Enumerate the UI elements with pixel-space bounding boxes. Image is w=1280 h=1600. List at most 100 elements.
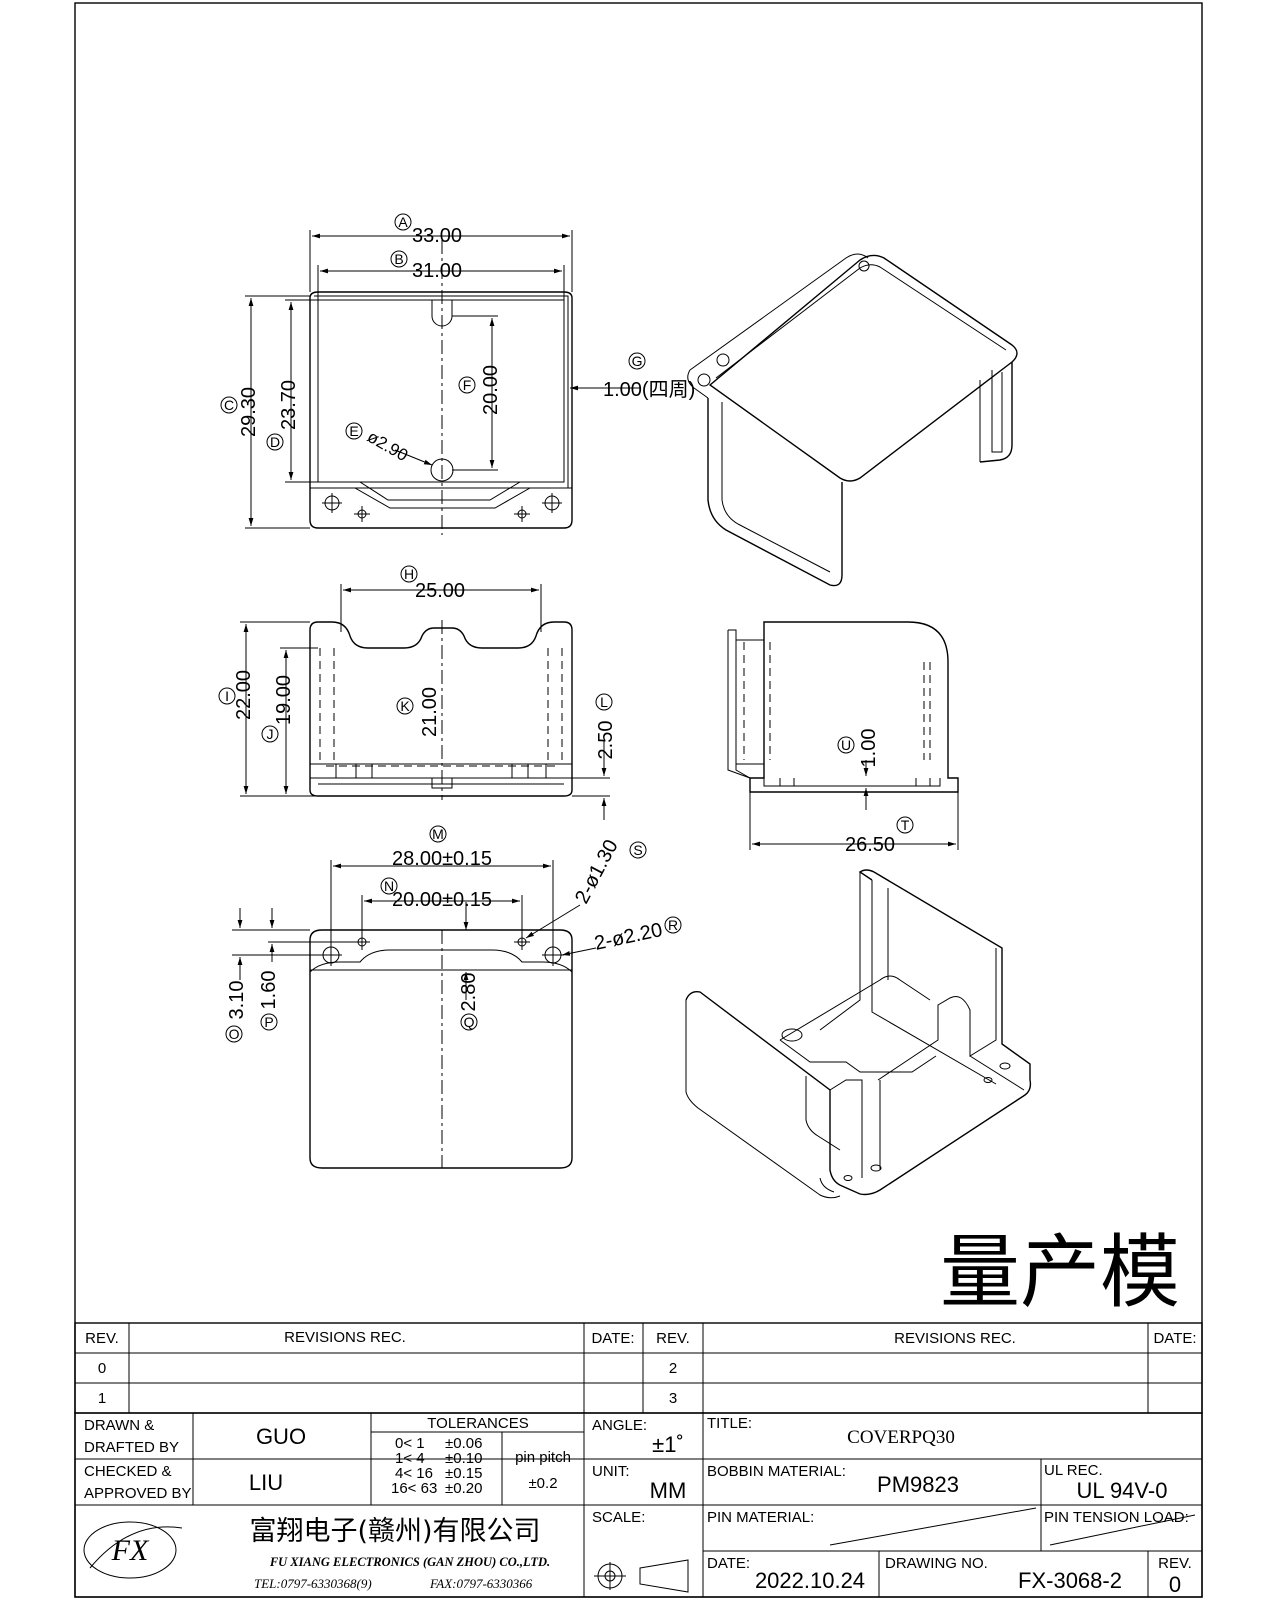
svg-text:L: L	[600, 694, 608, 710]
scale-label: SCALE:	[592, 1509, 645, 1526]
pin-pitch-value: ±0.2	[528, 1475, 557, 1492]
dim-F-text: 20.00	[480, 365, 502, 415]
svg-text:N: N	[384, 878, 394, 894]
svg-text:C: C	[224, 397, 234, 413]
dim-J-text: 19.00	[273, 675, 295, 725]
dim-R-text: 2-ø2.20	[592, 919, 664, 955]
company-name-en: FU XIANG ELECTRONICS (GAN ZHOU) CO.,LTD.	[269, 1555, 550, 1569]
drawn-by-value: GUO	[256, 1424, 306, 1449]
svg-text:U: U	[841, 737, 851, 753]
svg-text:±0.15: ±0.15	[445, 1465, 482, 1482]
company-fax: FAX:0797-6330366	[429, 1576, 533, 1591]
dim-U-text: 1.00	[858, 729, 880, 768]
angle-label: ANGLE:	[592, 1417, 647, 1434]
company-logo: FX	[83, 1521, 183, 1579]
svg-text:±0.20: ±0.20	[445, 1480, 482, 1497]
rev-1: 1	[98, 1390, 106, 1407]
svg-text:O: O	[229, 1026, 240, 1042]
dim-H-text: 25.00	[415, 580, 465, 602]
ul-rec-label: UL REC.	[1044, 1462, 1103, 1479]
title-label: TITLE:	[707, 1415, 752, 1432]
date-label: DATE:	[707, 1555, 750, 1572]
dim-O-text: 3.10	[226, 981, 248, 1020]
svg-text:H: H	[404, 566, 414, 582]
dim-G-text: 1.00(四周)	[603, 379, 695, 401]
unit-label: UNIT:	[592, 1463, 630, 1480]
svg-text:J: J	[267, 726, 274, 742]
svg-text:0< 1: 0< 1	[395, 1435, 425, 1452]
svg-text:K: K	[400, 698, 410, 714]
rev-header-right: REV.	[656, 1330, 690, 1347]
dim-N-text: 20.00±0.15	[392, 889, 492, 911]
isometric-view-top	[687, 253, 1018, 587]
svg-text:E: E	[349, 423, 358, 439]
rev-label-block: REV.	[1158, 1555, 1192, 1572]
pin-material-label: PIN MATERIAL:	[707, 1509, 814, 1526]
dim-D-text: 23.70	[278, 380, 300, 430]
date-value: 2022.10.24	[755, 1568, 865, 1593]
logo-text: FX	[111, 1534, 150, 1567]
bobbin-material-label: BOBBIN MATERIAL:	[707, 1463, 846, 1480]
svg-text:F: F	[463, 377, 472, 393]
svg-text:R: R	[668, 917, 678, 933]
svg-text:B: B	[394, 251, 403, 267]
dim-B-text: 31.00	[412, 260, 462, 282]
bobbin-material-value: PM9823	[877, 1472, 959, 1497]
svg-text:D: D	[270, 434, 280, 450]
unit-value: MM	[650, 1478, 687, 1503]
svg-text:G: G	[632, 353, 643, 369]
dim-L-text: 2.50	[595, 721, 617, 760]
bottom-view	[232, 860, 597, 1169]
svg-text:A: A	[398, 214, 408, 230]
angle-value: ±1˚	[652, 1432, 684, 1457]
tolerances-label: TOLERANCES	[427, 1415, 528, 1432]
mass-production-watermark: 量产模	[940, 1226, 1180, 1319]
side-view	[727, 621, 959, 850]
rev-0: 0	[98, 1360, 106, 1377]
drawing-no-value: FX-3068-2	[1018, 1568, 1122, 1593]
front-view	[240, 584, 610, 820]
pin-tension-label: PIN TENSION LOAD:	[1044, 1509, 1189, 1526]
svg-text:Q: Q	[464, 1014, 475, 1030]
svg-text:±0.10: ±0.10	[445, 1450, 482, 1467]
dim-C-text: 29.30	[238, 387, 260, 437]
title-block: FX	[74, 1412, 1203, 1598]
checked-by-value: LIU	[249, 1470, 283, 1495]
pin-pitch-label: pin pitch	[515, 1449, 571, 1466]
company-name-cn: 富翔电子(赣州)有限公司	[249, 1516, 540, 1547]
revision-table	[74, 1322, 1203, 1414]
svg-text:M: M	[432, 826, 444, 842]
svg-text:I: I	[225, 688, 229, 704]
drawn-label-2: DRAFTED BY	[84, 1439, 179, 1456]
svg-text:S: S	[633, 842, 642, 858]
date-header-right: DATE:	[1153, 1330, 1196, 1347]
dim-M-text: 28.00±0.15	[392, 848, 492, 870]
drawn-label-1: DRAWN &	[84, 1417, 154, 1434]
dim-T-text: 26.50	[845, 834, 895, 856]
dimension-bubbles: A B C D F E G H I J K L U T M N S R O P …	[218, 213, 914, 1043]
rev-value-block: 0	[1169, 1572, 1181, 1597]
rev-2: 2	[669, 1360, 677, 1377]
revisions-header-left: REVISIONS REC.	[284, 1329, 406, 1346]
dim-P-text: 1.60	[258, 971, 280, 1010]
svg-text:P: P	[264, 1014, 273, 1030]
rev-header-left: REV.	[85, 1330, 119, 1347]
dim-A-text: 33.00	[412, 225, 462, 247]
isometric-view-bottom	[685, 869, 1032, 1199]
tolerance-rows: 0< 1 ±0.06 1< 4 ±0.10 4< 16 ±0.15 16< 63…	[391, 1435, 482, 1497]
svg-text:4< 16: 4< 16	[395, 1465, 433, 1482]
company-tel: TEL:0797-6330368(9)	[254, 1576, 372, 1591]
drawing-no-label: DRAWING NO.	[885, 1555, 988, 1572]
svg-text:T: T	[901, 817, 910, 833]
ul-rec-value: UL 94V-0	[1077, 1478, 1168, 1503]
sheet-border	[74, 2, 1203, 1598]
dim-Q-text: 2.80	[458, 973, 480, 1012]
revisions-header-right: REVISIONS REC.	[894, 1330, 1016, 1347]
top-view	[245, 230, 640, 535]
title-value: COVERPQ30	[847, 1427, 955, 1448]
svg-text:16< 63: 16< 63	[391, 1480, 437, 1497]
dim-I-text: 22.00	[233, 670, 255, 720]
dim-E-text: ø2.90	[364, 427, 411, 465]
checked-label-1: CHECKED &	[84, 1463, 172, 1480]
